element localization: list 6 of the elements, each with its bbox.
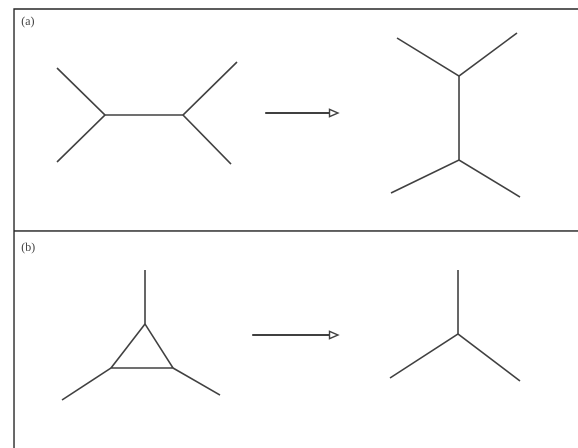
panel-frame: (a)	[13, 8, 578, 231]
network-drawing	[62, 270, 220, 401]
network-drawing	[390, 270, 520, 382]
panel-frame: (b)	[13, 230, 578, 448]
network-drawing	[390, 32, 520, 198]
network-drawing	[56, 61, 238, 165]
